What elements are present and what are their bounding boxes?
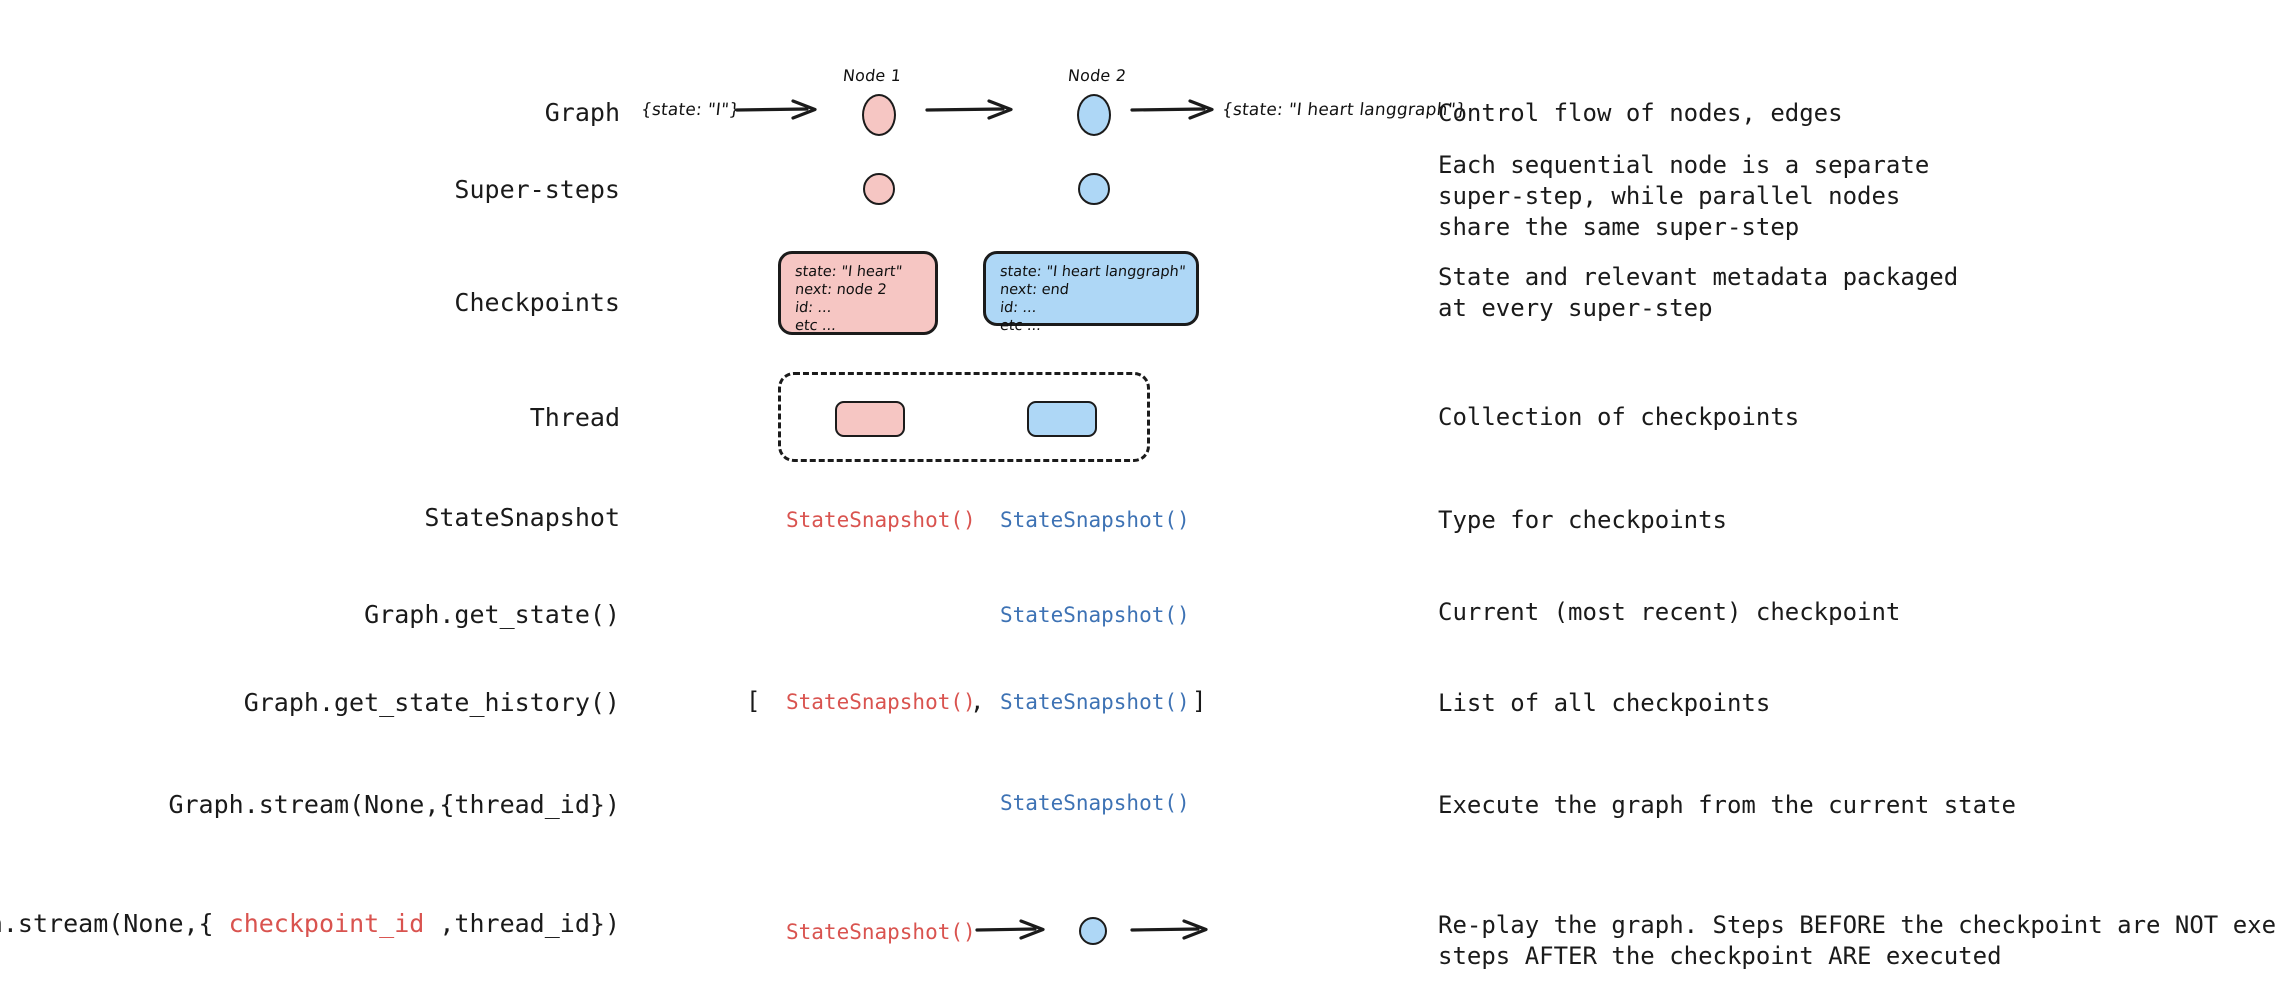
row-description-stream-checkpoint: Re-play the graph. Steps BEFORE the chec… <box>1438 911 2276 970</box>
arrow-replay-to-node <box>975 919 1045 940</box>
checkpoint-pink-line-0: state: "I heart" <box>794 264 903 280</box>
checkpoint-blue-line-1: next: end <box>999 282 1070 298</box>
graph-node-1 <box>862 94 896 136</box>
row-description-thread: Collection of checkpoints <box>1438 403 1800 431</box>
row-label-super-steps-text: Super-steps <box>454 175 620 204</box>
checkpoint-card-blue: state: "I heart langgraph" next: end id:… <box>983 251 1199 334</box>
row-description-get-state: Current (most recent) checkpoint <box>1438 598 1901 626</box>
thread-checkpoint-blue <box>1027 401 1097 437</box>
get-state-snapshot-token: StateSnapshot() <box>1000 603 1190 627</box>
row-description-super-steps: Each sequential node is a separate super… <box>1438 151 1930 241</box>
thread-checkpoint-pink <box>835 401 905 437</box>
checkpoint-card-pink: state: "I heart" next: node 2 id: ... et… <box>778 251 938 335</box>
stream-thread-snapshot-token: StateSnapshot() <box>1000 791 1190 815</box>
super-step-node-1 <box>863 173 895 205</box>
row-label-get-state-text: Graph.get_state() <box>364 600 620 629</box>
checkpoint-pink-line-2: id: ... <box>794 300 833 316</box>
row-description-graph: Control flow of nodes, edges <box>1438 99 1843 127</box>
row-description-get-state-history: List of all checkpoints <box>1438 689 1771 717</box>
stream-checkpoint-suffix: ,thread_id}) <box>424 909 620 938</box>
row-label-get-state-history-text: Graph.get_state_history() <box>243 688 620 717</box>
node1-label: Node 1 <box>842 66 903 85</box>
arrow-node1-to-node2 <box>925 99 1013 120</box>
history-bracket-open: [ <box>746 687 761 715</box>
arrow-replay-node-to-end <box>1130 919 1208 940</box>
replay-node-2 <box>1079 917 1107 945</box>
arrow-node2-to-output <box>1130 99 1214 120</box>
checkpoint-blue-line-0: state: "I heart langgraph" <box>999 264 1187 280</box>
checkpoint-pink-line-3: etc ... <box>794 318 837 334</box>
stream-checkpoint-prefix: Graph.stream(None,{ <box>0 909 214 938</box>
row-label-stream-thread-text: Graph.stream(None,{thread_id}) <box>168 790 620 819</box>
history-snapshot-token-pink: StateSnapshot() <box>786 690 976 714</box>
row-label-checkpoints-text: Checkpoints <box>454 288 620 317</box>
history-comma: , <box>970 687 985 715</box>
checkpoint-blue-line-2: id: ... <box>999 300 1038 316</box>
row-label-statesnapshot-text: StateSnapshot <box>424 503 620 532</box>
thread-container <box>778 372 1150 462</box>
statesnapshot-token-pink: StateSnapshot() <box>786 508 976 532</box>
graph-output-state-text: {state: "I heart langgraph"} <box>1220 100 1468 120</box>
node2-label: Node 2 <box>1067 66 1128 85</box>
checkpoint-pink-line-1: next: node 2 <box>794 282 888 298</box>
row-description-stream-thread: Execute the graph from the current state <box>1438 791 2016 819</box>
graph-input-state-text: {state: "I"} <box>639 100 741 120</box>
history-bracket-close: ] <box>1192 687 1207 715</box>
graph-node-2 <box>1077 94 1111 136</box>
super-step-node-2 <box>1078 173 1110 205</box>
replay-snapshot-token: StateSnapshot() <box>786 920 976 944</box>
statesnapshot-token-blue: StateSnapshot() <box>1000 508 1190 532</box>
history-snapshot-token-blue: StateSnapshot() <box>1000 690 1190 714</box>
row-label-thread-text: Thread <box>529 403 620 432</box>
arrow-input-to-node1 <box>735 99 817 120</box>
row-description-statesnapshot: Type for checkpoints <box>1438 506 1727 534</box>
row-label-stream-checkpoint-text: Graph.stream(None,{ checkpoint_id ,threa… <box>0 909 620 938</box>
row-description-checkpoints: State and relevant metadata packaged at … <box>1438 263 1959 322</box>
stream-checkpoint-highlight: checkpoint_id <box>228 909 425 938</box>
row-label-graph-text: Graph <box>544 98 620 127</box>
checkpoint-blue-line-3: etc ... <box>999 318 1042 334</box>
